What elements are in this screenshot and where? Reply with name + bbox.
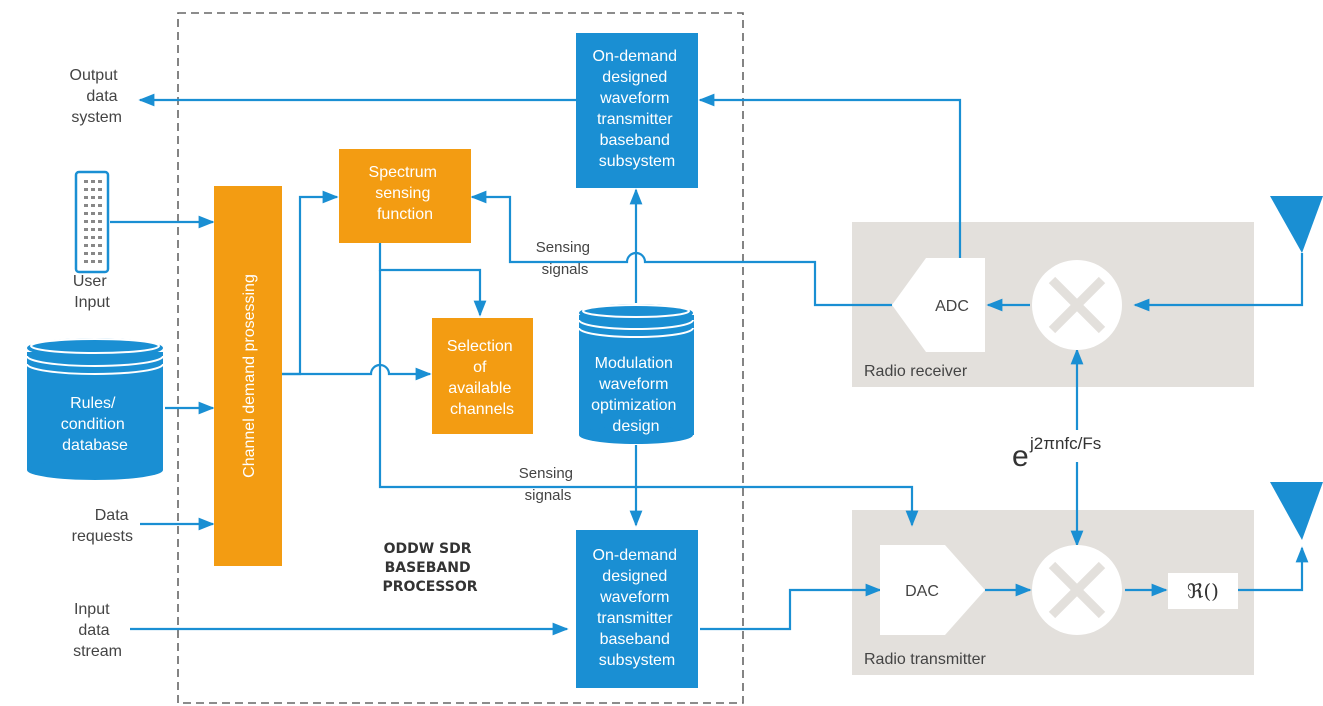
dac-label: DAC bbox=[905, 583, 939, 600]
tx-bottom-label: On-demand designed waveform transmitter … bbox=[593, 547, 682, 669]
oscillator-base: e bbox=[1012, 440, 1029, 473]
mixer-icon bbox=[1032, 260, 1122, 350]
tx-bottom-to-dac-arrow bbox=[700, 583, 882, 631]
sensing-to-dac-arrow bbox=[378, 270, 919, 527]
rx-antenna-arrow bbox=[1133, 253, 1304, 312]
sensing-top-label: Sensing signals bbox=[536, 239, 594, 278]
rx-antenna-icon bbox=[1270, 196, 1323, 253]
channel-to-spectrum-arrow bbox=[282, 190, 339, 376]
tx-antenna-icon bbox=[1270, 482, 1323, 540]
modulation-database-icon bbox=[578, 304, 694, 444]
user-input-label: User Input bbox=[73, 273, 111, 311]
tx-top-label: On-demand designed waveform transmitter … bbox=[593, 48, 682, 170]
real-to-antenna-arrow bbox=[1238, 546, 1309, 592]
tx-mixer-icon bbox=[1032, 545, 1122, 635]
selection-label: Selection of available channels bbox=[447, 338, 517, 418]
processor-title: ODDW SDR BASEBAND PROCESSOR bbox=[383, 541, 478, 595]
rules-db-label: Rules/ condition database bbox=[61, 395, 130, 454]
dac-block bbox=[880, 545, 985, 635]
spectrum-sensing-box bbox=[339, 149, 471, 243]
database-icon bbox=[26, 338, 164, 480]
receiver-to-tx-top-arrow bbox=[698, 93, 962, 258]
spectrum-sensing-label: Spectrum sensing function bbox=[369, 164, 442, 223]
real-part-label: ℜ() bbox=[1187, 579, 1219, 603]
input-stream-label: Input data stream bbox=[73, 601, 122, 660]
channel-to-selection-arrow bbox=[282, 363, 432, 381]
processor-boundary bbox=[177, 12, 744, 704]
channel-demand-box bbox=[214, 186, 282, 566]
data-requests-label: Data requests bbox=[72, 507, 133, 545]
keyboard-icon bbox=[74, 170, 110, 274]
modulation-db-label: Modulation waveform optimization design bbox=[591, 355, 681, 435]
tx-top-box bbox=[576, 33, 698, 188]
adc-label: ADC bbox=[935, 298, 969, 315]
adc-block bbox=[892, 258, 985, 352]
oscillator-exponent: j2πnfc/Fs bbox=[1029, 434, 1101, 453]
real-part-block bbox=[1168, 573, 1238, 609]
tx-bottom-box bbox=[576, 530, 698, 688]
output-data-label: Output data system bbox=[70, 67, 122, 126]
radio-transmitter-label: Radio transmitter bbox=[864, 651, 986, 668]
radio-receiver-label: Radio receiver bbox=[864, 363, 968, 380]
selection-box bbox=[432, 318, 533, 434]
sensing-bottom-label: Sensing signals bbox=[519, 465, 577, 504]
channel-demand-label: Channel demand prosessing bbox=[241, 274, 258, 478]
spectrum-to-selection-arrow bbox=[378, 243, 487, 317]
